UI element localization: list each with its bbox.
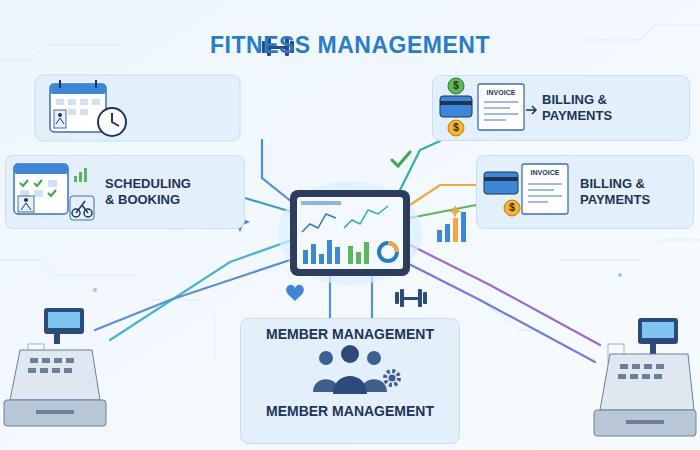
sparkle [448, 205, 462, 218]
tablet-dashboard [278, 181, 422, 285]
circuit-decor [0, 25, 700, 360]
coin-symbol: $ [453, 123, 459, 133]
dumbbell-icon [395, 289, 427, 307]
panel-fill [241, 319, 460, 444]
check-icon [392, 152, 410, 166]
calendar-clock-icon [50, 80, 126, 136]
feature-panel: BILLING & PAYMENTS [476, 155, 694, 229]
card-invoice-icon [484, 164, 568, 216]
dot [618, 273, 622, 277]
dot [93, 288, 97, 292]
invoice-icon [478, 84, 536, 130]
panel-fill [477, 156, 694, 229]
bar-chart-icon [437, 212, 466, 242]
card-coins-icon [440, 78, 472, 136]
panel-fill [433, 76, 690, 141]
panel-label: SCHEDULING & BOOKING [105, 176, 193, 209]
coin-symbol: $ [509, 203, 515, 213]
diagram-title: FITNESS MANAGEMENT [0, 32, 700, 59]
member-panel: MEMBER MANAGEMENT MEMBER MANAGEMENT [240, 318, 460, 444]
panel-fill [6, 156, 245, 229]
panel-label: BILLING & PAYMENTS [580, 176, 660, 209]
panel-heading: MEMBER MANAGEMENT [266, 326, 434, 344]
cash-register [594, 318, 696, 436]
members-icon [313, 345, 399, 394]
feature-panel: SCHEDULING & BOOKING [5, 155, 245, 229]
cash-register [4, 308, 106, 426]
invoice-heading: INVOICE [531, 169, 560, 176]
panel-caption: MEMBER MANAGEMENT [266, 403, 434, 421]
calendar-booking-icon [14, 164, 94, 220]
panel-label: BILLING & PAYMENTS [542, 92, 622, 125]
invoice-heading: INVOICE [487, 89, 516, 96]
feature-panel: BILLING & PAYMENTS [432, 75, 690, 141]
icon-panel [35, 75, 240, 141]
coin-symbol: $ [453, 81, 459, 91]
heart-icon [286, 285, 304, 301]
